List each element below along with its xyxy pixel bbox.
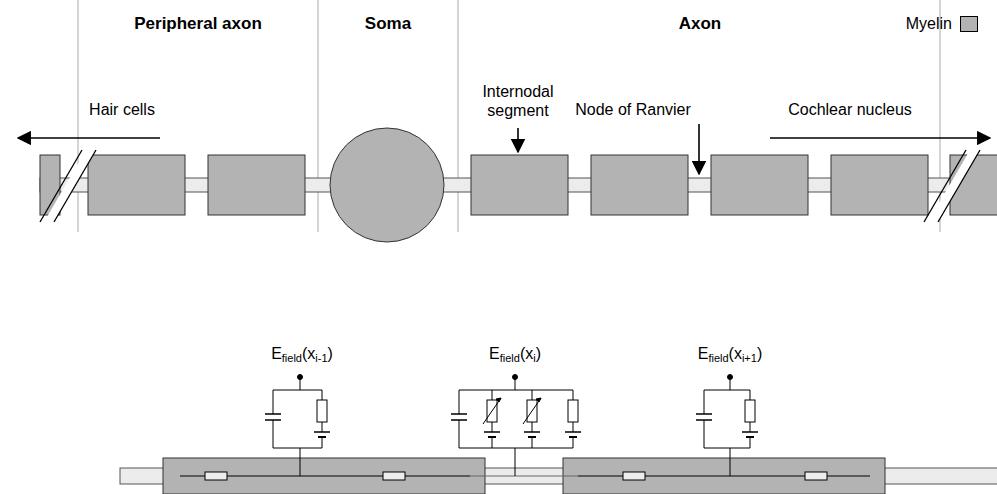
legend-label: Myelin	[906, 14, 952, 33]
break-gap	[44, 150, 980, 222]
field-label: Efield(xi)	[489, 344, 541, 363]
direction-arrows	[18, 124, 990, 174]
legend-swatch	[960, 16, 978, 32]
annotation-label: Node of Ranvier	[575, 100, 691, 119]
field-label: Efield(xi-1)	[271, 344, 333, 363]
section-heading: Soma	[365, 14, 411, 34]
annotation-label: Hair cells	[89, 100, 155, 119]
annotation-label: Internodal segment	[463, 82, 573, 120]
section-heading: Axon	[679, 14, 722, 34]
axial-resistors	[180, 472, 870, 480]
soma-circle	[330, 128, 444, 242]
compartment-myelin	[563, 458, 885, 494]
section-dividers	[78, 0, 940, 232]
field-label: Efield(xi+1)	[698, 344, 763, 363]
break-marks	[40, 150, 980, 222]
compartment-myelin	[163, 458, 485, 494]
myelin-segments	[40, 155, 997, 215]
membrane-circuits	[265, 375, 758, 477]
annotation-label: Cochlear nucleus	[788, 100, 912, 119]
section-heading: Peripheral axon	[134, 14, 262, 34]
